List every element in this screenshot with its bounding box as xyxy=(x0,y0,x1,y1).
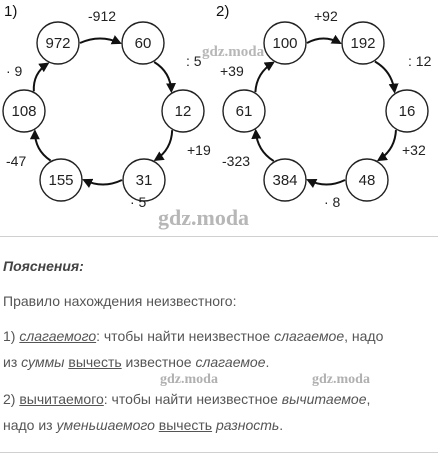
item-1-line-1: 1) слагаемого: чтобы найти неизвестное с… xyxy=(3,326,383,346)
number-node xyxy=(121,21,165,65)
item-2-text: чтобы найти неизвестное xyxy=(107,391,282,407)
cycle-arrow xyxy=(251,128,275,162)
cycle-arrow xyxy=(376,129,397,162)
node-value: 31 xyxy=(136,172,153,189)
number-node xyxy=(39,158,83,202)
item-2-text: надо из xyxy=(3,417,57,433)
operation-label: -47 xyxy=(6,153,26,169)
watermark: gdz.moda xyxy=(160,372,218,387)
watermark: gdz.moda xyxy=(312,372,370,387)
item-2-period: . xyxy=(279,417,284,433)
explanation-heading: Пояснения: xyxy=(3,258,84,274)
cycle-arrow xyxy=(374,60,399,94)
item-2-word-subtract: вычесть xyxy=(158,417,213,433)
diagram-label: 1) xyxy=(4,3,17,20)
number-node xyxy=(2,89,46,133)
number-node xyxy=(122,158,166,202)
item-2-line-1: 2) вычитаемого: чтобы найти неизвестное … xyxy=(3,389,370,409)
operation-label: +92 xyxy=(314,8,338,24)
divider xyxy=(0,452,438,453)
node-value: 12 xyxy=(175,103,192,120)
item-2-text: , xyxy=(366,391,371,407)
item-1-text: чтобы найти неизвестное xyxy=(100,328,275,344)
item-1-word-sum: суммы xyxy=(21,354,65,370)
term-addend: слагаемого xyxy=(19,328,97,344)
node-value: 384 xyxy=(272,172,297,189)
item-2-number: 2) xyxy=(3,391,16,407)
cycle-arrow xyxy=(153,130,174,162)
operation-label: · 9 xyxy=(6,63,23,79)
number-node xyxy=(222,89,266,133)
item-2-line-2: надо из уменьшаемого вычесть разность. xyxy=(3,415,283,435)
operation-label: -912 xyxy=(88,8,116,24)
cycle-arrow xyxy=(29,129,52,162)
item-2-word-minuend: уменьшаемого xyxy=(56,417,155,433)
term-subtrahend: вычитаемого xyxy=(19,391,104,407)
item-2-colon: : xyxy=(103,391,108,407)
diagram-label: 2) xyxy=(216,3,229,20)
operation-label: : 5 xyxy=(186,53,202,69)
operation-label: -323 xyxy=(222,153,250,169)
cycle-arrow xyxy=(153,61,176,94)
item-1-word-addend: слагаемое xyxy=(274,328,345,344)
operation-label: +39 xyxy=(220,63,244,79)
operation-label: +32 xyxy=(402,142,426,158)
diagram-2: 2) 100 192 16 48 384 61 +92 : 12 +32 · 8 -323 +39 xyxy=(216,3,432,210)
item-2-word-difference: разность xyxy=(215,417,280,433)
node-value: 48 xyxy=(359,172,376,189)
node-value: 108 xyxy=(11,103,36,120)
watermark: gdz.moda xyxy=(158,205,249,230)
node-value: 192 xyxy=(350,35,375,52)
item-1-period: . xyxy=(265,354,270,370)
item-1-line-2: из суммы вычесть известное слагаемое. xyxy=(3,352,269,372)
cycle-arrow xyxy=(32,62,50,92)
node-value: 100 xyxy=(272,35,297,52)
node-value: 16 xyxy=(399,103,416,120)
item-1-word-subtract: вычесть xyxy=(68,354,122,370)
number-node xyxy=(263,21,307,65)
operation-label: · 5 xyxy=(130,194,147,210)
item-1-text: из xyxy=(3,354,22,370)
cycle-arrow xyxy=(82,178,123,188)
cycle-diagrams: 1) 972 60 12 31 155 108 -912 : 5 +19 · 5 -47 · 9 2) 1… xyxy=(2,3,432,230)
cycle-arrow xyxy=(306,178,346,188)
item-1-number: 1) xyxy=(3,328,16,344)
cycle-arrow xyxy=(254,61,275,93)
operation-label: +19 xyxy=(187,142,211,158)
item-1-colon: : xyxy=(96,328,100,344)
cycle-arrow xyxy=(79,35,122,45)
number-node xyxy=(263,158,307,202)
operation-label: · 8 xyxy=(324,194,341,210)
rule-title: Правило нахождения неизвестного: xyxy=(3,293,237,309)
item-2-word-subtrahend: вычитаемое xyxy=(281,391,367,407)
number-node xyxy=(385,89,429,133)
number-node xyxy=(341,21,385,65)
cycle-arrow xyxy=(306,34,342,44)
node-value: 972 xyxy=(45,35,70,52)
item-1-text: известное xyxy=(121,354,196,370)
watermark: gdz.moda xyxy=(202,44,265,60)
item-1-text: , надо xyxy=(344,328,384,344)
number-node xyxy=(36,21,80,65)
node-value: 155 xyxy=(48,172,73,189)
divider xyxy=(0,236,438,237)
node-value: 60 xyxy=(135,35,152,52)
node-value: 61 xyxy=(236,103,253,120)
number-node xyxy=(161,89,205,133)
diagram-1: 1) 972 60 12 31 155 108 -912 : 5 +19 · 5 -47 · 9 xyxy=(2,3,211,210)
operation-label: : 12 xyxy=(408,53,432,69)
number-node xyxy=(345,158,389,202)
item-1-word-addend: слагаемое xyxy=(195,354,266,370)
